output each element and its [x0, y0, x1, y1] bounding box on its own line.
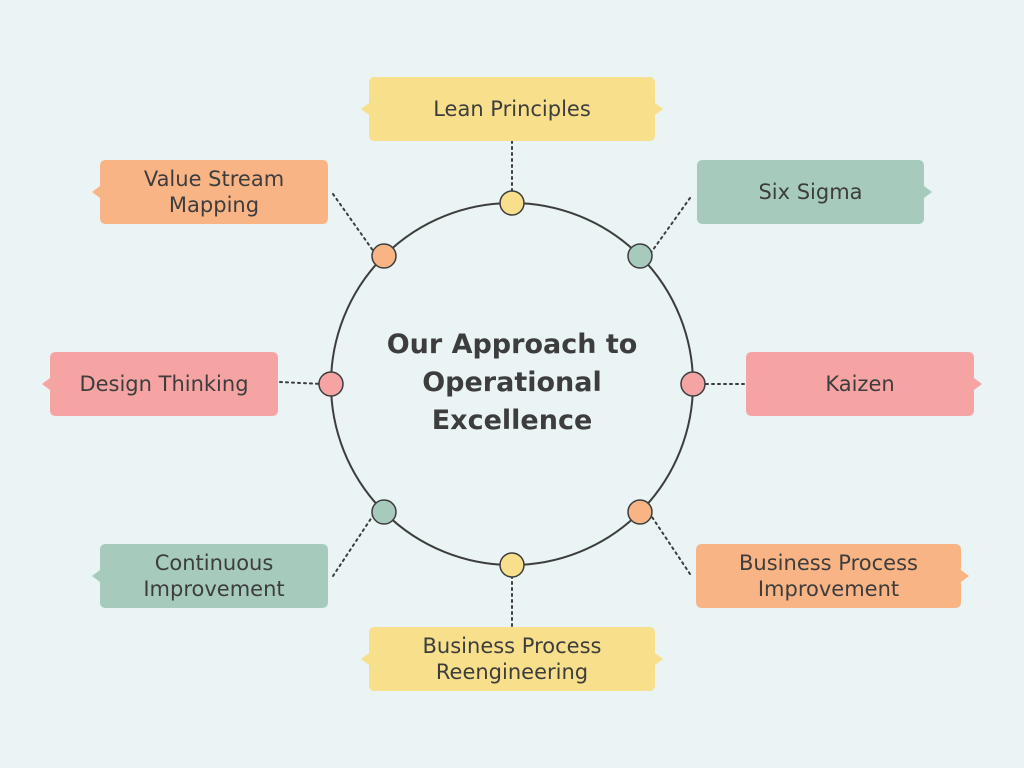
tag-six-sigma: Six Sigma	[697, 160, 932, 224]
tag-label: Business Process Reengineering	[422, 634, 602, 684]
node-dots	[318, 190, 706, 578]
tag-label: Kaizen	[825, 372, 895, 396]
tag-shape	[361, 627, 663, 691]
diagram-title: Our Approach to Operational Excellence	[386, 329, 638, 436]
connector-continuous	[332, 513, 375, 577]
tag-bpr: Business Process Reengineering	[361, 627, 663, 691]
tag-label: Six Sigma	[758, 180, 863, 204]
tag-continuous: Continuous Improvement	[92, 544, 328, 608]
tag-shape	[361, 77, 663, 141]
connector-design	[279, 381, 323, 385]
tag-bpi: Business Process Improvement	[696, 544, 969, 608]
tag-kaizen: Kaizen	[746, 352, 982, 416]
dot-vsm	[371, 243, 397, 269]
dot-bpr	[499, 552, 525, 578]
tag-label: Business Process Improvement	[739, 551, 918, 601]
tag-label: Lean Principles	[433, 97, 591, 121]
tag-shape	[92, 160, 328, 224]
tag-label: Continuous Improvement	[143, 551, 285, 601]
tag-shape	[92, 544, 328, 608]
tag-vsm: Value Stream Mapping	[92, 160, 328, 224]
tag-label: Value Stream Mapping	[143, 167, 285, 217]
dot-continuous	[371, 499, 397, 525]
dot-design	[318, 371, 344, 397]
dot-kaizen	[680, 371, 706, 397]
connector-vsm	[332, 193, 375, 253]
connector-six-sigma	[649, 197, 691, 255]
tag-shape	[42, 352, 278, 416]
connector-lines	[279, 140, 745, 627]
dot-lean	[499, 190, 525, 216]
tag-shape	[746, 352, 982, 416]
connector-bpi	[649, 513, 691, 575]
tag-design: Design Thinking	[42, 352, 278, 416]
dot-bpi	[627, 499, 653, 525]
tag-shape	[696, 544, 969, 608]
dot-six-sigma	[627, 243, 653, 269]
tag-lean: Lean Principles	[361, 77, 663, 141]
tag-shape	[697, 160, 932, 224]
tag-label: Design Thinking	[79, 372, 249, 396]
